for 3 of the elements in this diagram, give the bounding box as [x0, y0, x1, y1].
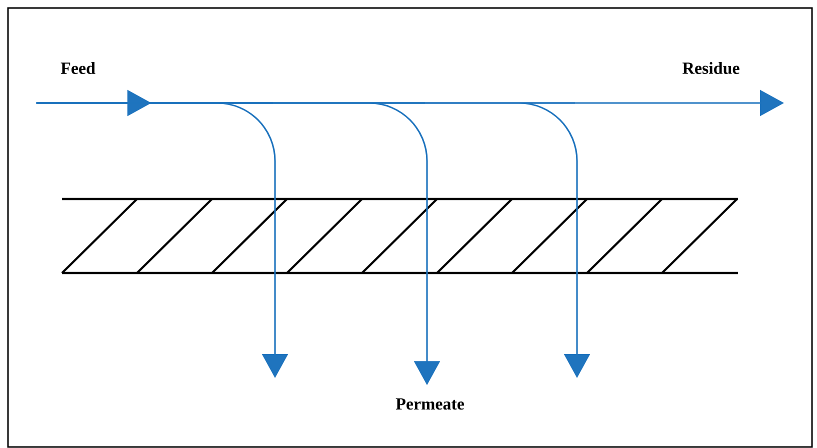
stream-label: Permeate [396, 398, 464, 410]
stream-label: Feed [60, 62, 96, 74]
stream-label: Residue [682, 62, 740, 74]
